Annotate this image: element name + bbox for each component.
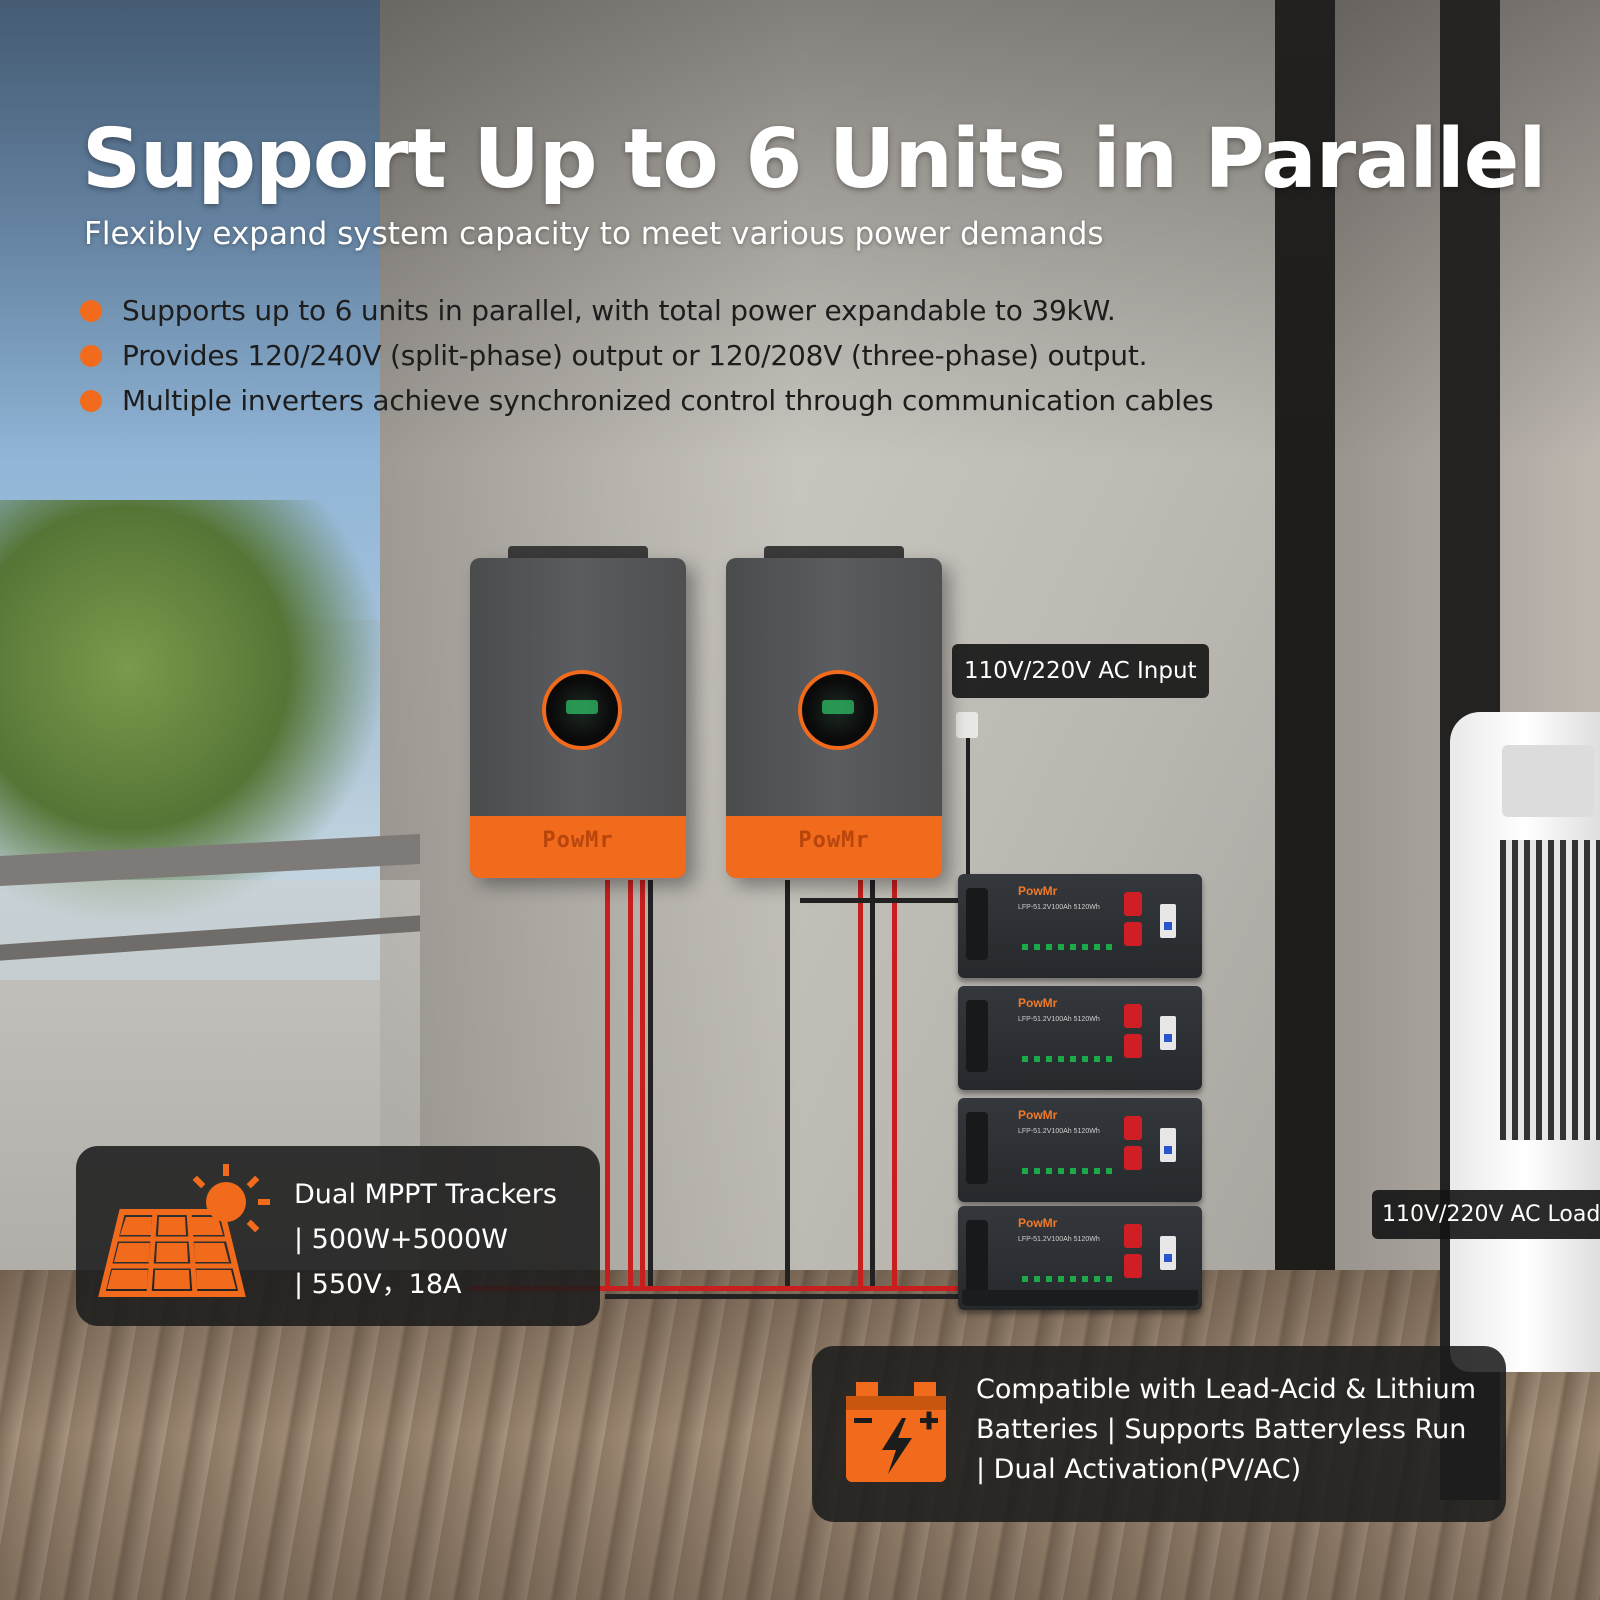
wall-socket bbox=[956, 712, 978, 738]
feature-bullet-text: Supports up to 6 units in parallel, with… bbox=[122, 294, 1116, 327]
air-cooler-vent bbox=[1500, 840, 1600, 1140]
cable-red bbox=[892, 880, 897, 1290]
ac-input-tag: 110V/220V AC Input bbox=[952, 644, 1209, 698]
ac-input-cable bbox=[966, 735, 970, 875]
inverter-unit-2: PowMr bbox=[726, 546, 942, 878]
mppt-line: | 500W+5000W bbox=[294, 1224, 508, 1255]
air-cooler-panel bbox=[1502, 745, 1594, 817]
cable-black-horizontal bbox=[800, 898, 958, 903]
inverter-logo: PowMr bbox=[542, 828, 614, 853]
mppt-line: Dual MPPT Trackers bbox=[294, 1179, 557, 1210]
bullet-dot-icon bbox=[80, 299, 102, 322]
battery-breaker bbox=[1160, 1016, 1176, 1050]
battery-leds bbox=[1022, 1276, 1112, 1282]
inverter-logo: PowMr bbox=[798, 828, 870, 853]
battery-module: PowMr LFP-51.2V100Ah 5120Wh bbox=[958, 1098, 1202, 1202]
window-frame bbox=[1275, 0, 1335, 1270]
mppt-feature-text: Dual MPPT Trackers | 500W+5000W | 550V，1… bbox=[294, 1172, 557, 1307]
inverter-unit-1: PowMr bbox=[470, 546, 686, 878]
battery-brand: PowMr bbox=[1018, 1216, 1058, 1230]
battery-module: PowMr LFP-51.2V100Ah 5120Wh bbox=[958, 986, 1202, 1090]
subheadline: Flexibly expand system capacity to meet … bbox=[84, 216, 1104, 252]
inverter-display bbox=[798, 670, 878, 750]
cable-black-horizontal bbox=[605, 1294, 958, 1299]
battery-terminal bbox=[1124, 892, 1142, 916]
feature-bullet: Multiple inverters achieve synchronized … bbox=[80, 378, 1214, 423]
battery-module: PowMr LFP-51.2V100Ah 5120Wh bbox=[958, 874, 1202, 978]
battery-brand: PowMr bbox=[1018, 996, 1058, 1010]
headline: Support Up to 6 Units in Parallel bbox=[82, 112, 1546, 207]
cable-red bbox=[640, 880, 645, 1290]
inverter-base bbox=[726, 816, 942, 878]
battery-terminal bbox=[1124, 1254, 1142, 1278]
cable-black bbox=[648, 880, 653, 1290]
battery-terminal bbox=[1124, 1116, 1142, 1140]
battery-breaker bbox=[1160, 904, 1176, 938]
battery-breaker bbox=[1160, 1236, 1176, 1270]
top-overlay bbox=[0, 0, 1600, 460]
mppt-line: | 550V，18A bbox=[294, 1269, 462, 1300]
battery-line: | Dual Activation(PV/AC) bbox=[976, 1454, 1302, 1485]
battery-spec: LFP-51.2V100Ah 5120Wh bbox=[1018, 1016, 1100, 1023]
battery-terminal bbox=[1124, 1146, 1142, 1170]
bullet-dot-icon bbox=[80, 389, 102, 412]
battery-handle bbox=[966, 1000, 988, 1072]
cable-red bbox=[858, 880, 863, 1290]
battery-leds bbox=[1022, 944, 1112, 950]
cable-red-horizontal bbox=[468, 1286, 958, 1291]
battery-line: Batteries | Supports Batteryless Run bbox=[976, 1414, 1467, 1445]
battery-handle bbox=[966, 1112, 988, 1184]
cable-black bbox=[785, 880, 790, 1290]
mppt-feature-card: Dual MPPT Trackers | 500W+5000W | 550V，1… bbox=[76, 1146, 600, 1326]
battery-spec: LFP-51.2V100Ah 5120Wh bbox=[1018, 1128, 1100, 1135]
cable-red bbox=[605, 880, 610, 1290]
battery-leds bbox=[1022, 1168, 1112, 1174]
battery-spec: LFP-51.2V100Ah 5120Wh bbox=[1018, 1236, 1100, 1243]
car-battery-bolt-icon bbox=[838, 1374, 954, 1494]
feature-bullet-text: Provides 120/240V (split-phase) output o… bbox=[122, 339, 1148, 372]
battery-terminal bbox=[1124, 922, 1142, 946]
battery-breaker bbox=[1160, 1128, 1176, 1162]
feature-bullet: Provides 120/240V (split-phase) output o… bbox=[80, 333, 1213, 378]
inverter-display bbox=[542, 670, 622, 750]
battery-leds bbox=[1022, 1056, 1112, 1062]
battery-terminal bbox=[1124, 1034, 1142, 1058]
battery-handle bbox=[966, 888, 988, 960]
battery-stand bbox=[962, 1290, 1198, 1306]
bullet-dot-icon bbox=[80, 344, 102, 367]
battery-feature-text: Compatible with Lead-Acid & Lithium Batt… bbox=[976, 1370, 1476, 1490]
battery-brand: PowMr bbox=[1018, 884, 1058, 898]
battery-brand: PowMr bbox=[1018, 1108, 1058, 1122]
battery-line: Compatible with Lead-Acid & Lithium bbox=[976, 1374, 1477, 1405]
feature-list: Supports up to 6 units in parallel, with… bbox=[80, 288, 1214, 423]
cable-black bbox=[870, 880, 875, 1290]
cable-red bbox=[628, 880, 633, 1290]
feature-bullet-text: Multiple inverters achieve synchronized … bbox=[122, 384, 1214, 417]
battery-feature-card: Compatible with Lead-Acid & Lithium Batt… bbox=[812, 1346, 1506, 1522]
solar-panel-sun-icon bbox=[92, 1162, 272, 1312]
ac-load-tag: 110V/220V AC Load bbox=[1372, 1190, 1600, 1239]
battery-spec: LFP-51.2V100Ah 5120Wh bbox=[1018, 904, 1100, 911]
inverter-base bbox=[470, 816, 686, 878]
battery-terminal bbox=[1124, 1004, 1142, 1028]
battery-handle bbox=[966, 1220, 988, 1292]
feature-bullet: Supports up to 6 units in parallel, with… bbox=[80, 288, 1213, 333]
battery-terminal bbox=[1124, 1224, 1142, 1248]
